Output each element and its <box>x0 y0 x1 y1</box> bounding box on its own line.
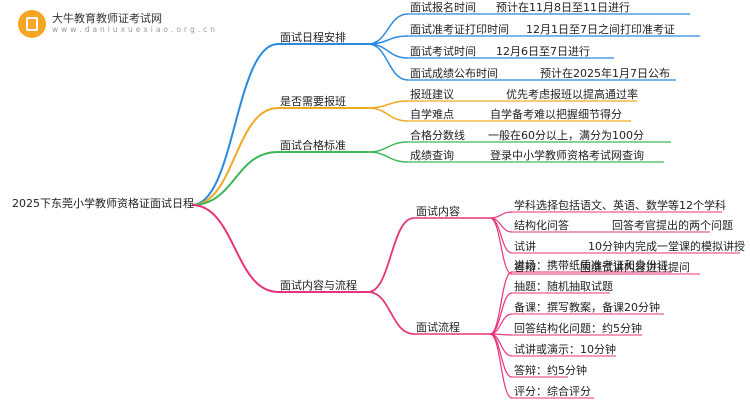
item-connector <box>367 141 409 153</box>
leaf-value: 10分钟内完成一堂课的模拟讲授 <box>588 240 745 253</box>
branch-connector <box>191 151 279 206</box>
group-connector <box>367 217 415 293</box>
item-label: 合格分数线 <box>410 129 465 142</box>
item-label: 报班建议 <box>410 88 454 101</box>
branch-connector <box>191 107 279 206</box>
leaf-connector <box>489 217 513 275</box>
leaf-value: 回答考官提出的两个问题 <box>612 219 733 232</box>
leaf-label: 学科选择包括语文、英语、数学等12个学科 <box>514 199 726 212</box>
group-label: 面试流程 <box>416 321 460 334</box>
root-topic: 2025下东莞小学教师资格证面试日程 <box>12 197 194 210</box>
branch-label: 是否需要报班 <box>280 95 346 108</box>
item-value: 一般在60分以上，满分为100分 <box>488 129 644 142</box>
leaf-label: 抽题：随机抽取试题 <box>514 280 613 293</box>
item-value: 12月1日至7日之间打印准考证 <box>526 23 675 36</box>
branch-connector <box>191 204 279 293</box>
item-label: 面试考试时间 <box>410 45 476 58</box>
leaf-label: 答辩 <box>514 261 536 274</box>
item-label: 面试报名时间 <box>410 1 476 14</box>
leaf-label: 试讲 <box>514 240 536 253</box>
branch-label: 面试日程安排 <box>280 31 346 44</box>
branch-connector <box>191 43 279 206</box>
logo-url: w w w . d a n i u x u e x i a o . o r g … <box>52 25 216 34</box>
item-connector <box>367 107 409 122</box>
leaf-label: 试讲或演示：10分钟 <box>514 343 616 356</box>
leaf-label: 备课：撰写教案，备课20分钟 <box>514 301 660 314</box>
item-label: 成绩查询 <box>410 149 454 162</box>
item-connector <box>367 151 409 163</box>
item-label: 面试成绩公布时间 <box>410 67 498 80</box>
logo-title: 大牛教育教师证考试网 <box>52 12 162 26</box>
book-icon <box>18 10 46 38</box>
item-value: 自学备考难以把握细节得分 <box>490 108 622 121</box>
item-connector <box>367 43 409 59</box>
leaf-label: 答辩：约5分钟 <box>514 364 587 377</box>
item-value: 登录中小学教师资格考试网查询 <box>490 149 644 162</box>
branch-label: 面试内容与流程 <box>280 279 357 292</box>
leaf-value: 围绕试讲内容进行提问 <box>580 261 690 274</box>
item-value: 12月6日至7日进行 <box>496 45 590 58</box>
leaf-label: 评分：综合评分 <box>514 385 591 398</box>
leaf-label: 进场：携带纸质准考证和身份证 <box>514 259 668 272</box>
group-connector <box>367 291 415 335</box>
leaf-connector <box>489 292 513 335</box>
item-value: 预计在2025年1月7日公布 <box>540 67 670 80</box>
leaf-label: 结构化问答 <box>514 219 569 232</box>
group-label: 面试内容 <box>416 205 460 218</box>
item-connector <box>367 100 409 109</box>
item-connector <box>367 43 409 81</box>
item-value: 预计在11月8日至11日进行 <box>496 1 630 14</box>
item-label: 面试准考证打印时间 <box>410 23 509 36</box>
site-logo: 大牛教育教师证考试网 w w w . d a n i u x u e x i a… <box>18 10 215 38</box>
leaf-connector <box>489 211 513 219</box>
leaf-label: 回答结构化问题：约5分钟 <box>514 322 642 335</box>
item-label: 自学难点 <box>410 108 454 121</box>
leaf-connector <box>489 333 513 399</box>
item-value: 优先考虑报班以提高通过率 <box>506 88 638 101</box>
branch-label: 面试合格标准 <box>280 139 346 152</box>
